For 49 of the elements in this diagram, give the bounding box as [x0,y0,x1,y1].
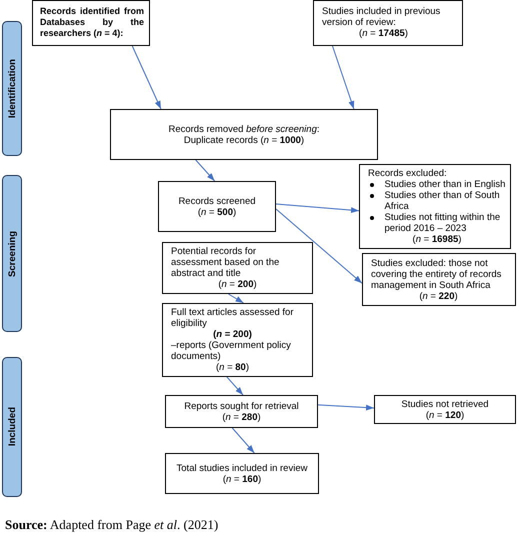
process-box [359,164,511,249]
box-text: Total studies included in review [176,462,308,474]
box-text: (n = 160) [222,474,262,484]
box-text: Records screened [177,196,257,206]
box-text: (n = 500) [196,206,238,218]
process-box [165,453,319,494]
arrow [228,294,244,304]
box-text: Duplicate records (n = 1000) [182,134,306,146]
arrow [276,203,360,214]
box-text: (n = 17485) [358,28,409,39]
process-box [162,303,313,377]
process-box [158,181,276,232]
process-box [110,109,378,160]
box-text: –reports (Government policy documents) [171,340,292,362]
box-text: (n = 200) [217,279,258,290]
process-box [165,395,318,428]
list-item-text: Studies other than of South Africa [384,190,501,212]
phase-label: Included [6,407,18,447]
box-text: Reports sought for retrieval [183,400,300,412]
phase-bar [2,21,22,156]
box-text: (n = 220) [418,290,459,302]
box-text: Studies not retrieved [400,398,490,410]
arrow [195,160,216,182]
process-box [313,0,463,46]
box-text: Records excluded: [368,168,448,179]
caption-text: Source: Adapted from Page et al. (2021) [5,517,218,532]
arrow [232,428,255,454]
arrow [318,404,374,411]
box-text: (n = 120) [424,410,466,420]
phase-bar [2,357,22,497]
arrow [276,208,362,284]
process-box [32,0,150,46]
process-box [362,253,516,306]
box-text: Records removed before screening: [167,124,321,134]
arrow [132,46,162,110]
phase-label: Screening [6,230,18,276]
arrow [226,376,244,396]
arrow [332,46,354,110]
phase-bar [2,175,22,332]
phase-label: Identification [6,58,18,118]
box-text: (n = 280) [221,412,262,422]
process-box [162,242,313,294]
box-text: (n = 200) [212,329,253,340]
box-text: Studies included in previous version of review: [322,6,442,28]
box-text: (n = 16985) [412,234,462,245]
box-text: (n = 80) [214,362,250,373]
list-item-text: Studies other than in English [384,179,506,190]
process-box [374,395,516,424]
box-text: Records identified from Databases by the researchers (n = 4): [40,6,144,39]
